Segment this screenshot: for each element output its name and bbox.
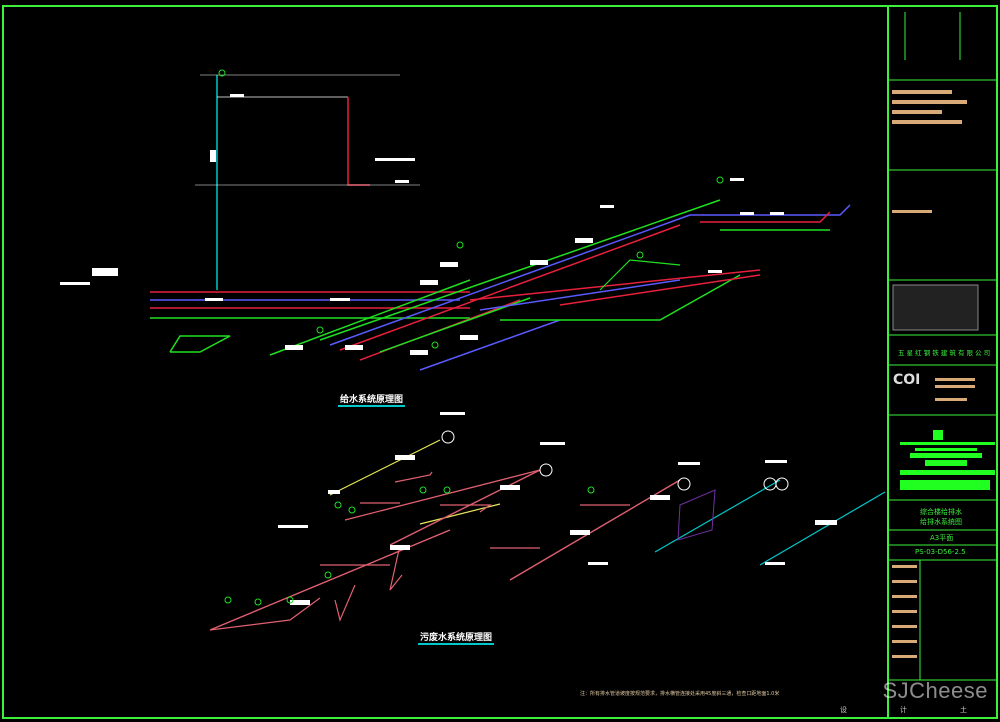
scale-mark-2: 计: [900, 706, 907, 714]
sheet-label: A3平面: [930, 534, 954, 542]
water-supply-diagram: [60, 69, 851, 371]
company-logo: COI: [893, 372, 921, 388]
title-block-labels: [892, 90, 975, 658]
drawing-frame: [2, 5, 998, 719]
drawing-notes: 注：所有排水管道坡度按规范要求，排水横管连接处采用45度斜三通，检查口距地面1.…: [580, 691, 780, 697]
title-block: [888, 12, 997, 681]
drainage-diagram-title: 污废水系统原理图: [418, 630, 495, 645]
drainage-diagram: [209, 412, 886, 631]
project-name-line1: 综合楼给排水: [920, 508, 962, 516]
company-seal: [900, 430, 995, 490]
supply-diagram-title: 给水系统原理图: [338, 392, 406, 407]
scale-mark-1: 设: [840, 706, 847, 714]
project-name-line2: 给排水系统图: [920, 518, 962, 526]
drawing-number: PS-03-D56-2.5: [915, 548, 966, 556]
watermark: SJCheese: [882, 678, 988, 703]
company-name: 五 星 红 钢 铁 建 筑 有 限 公 司: [898, 349, 991, 357]
site-map-thumbnail: [892, 284, 979, 331]
scale-mark-3: 土: [960, 706, 967, 714]
